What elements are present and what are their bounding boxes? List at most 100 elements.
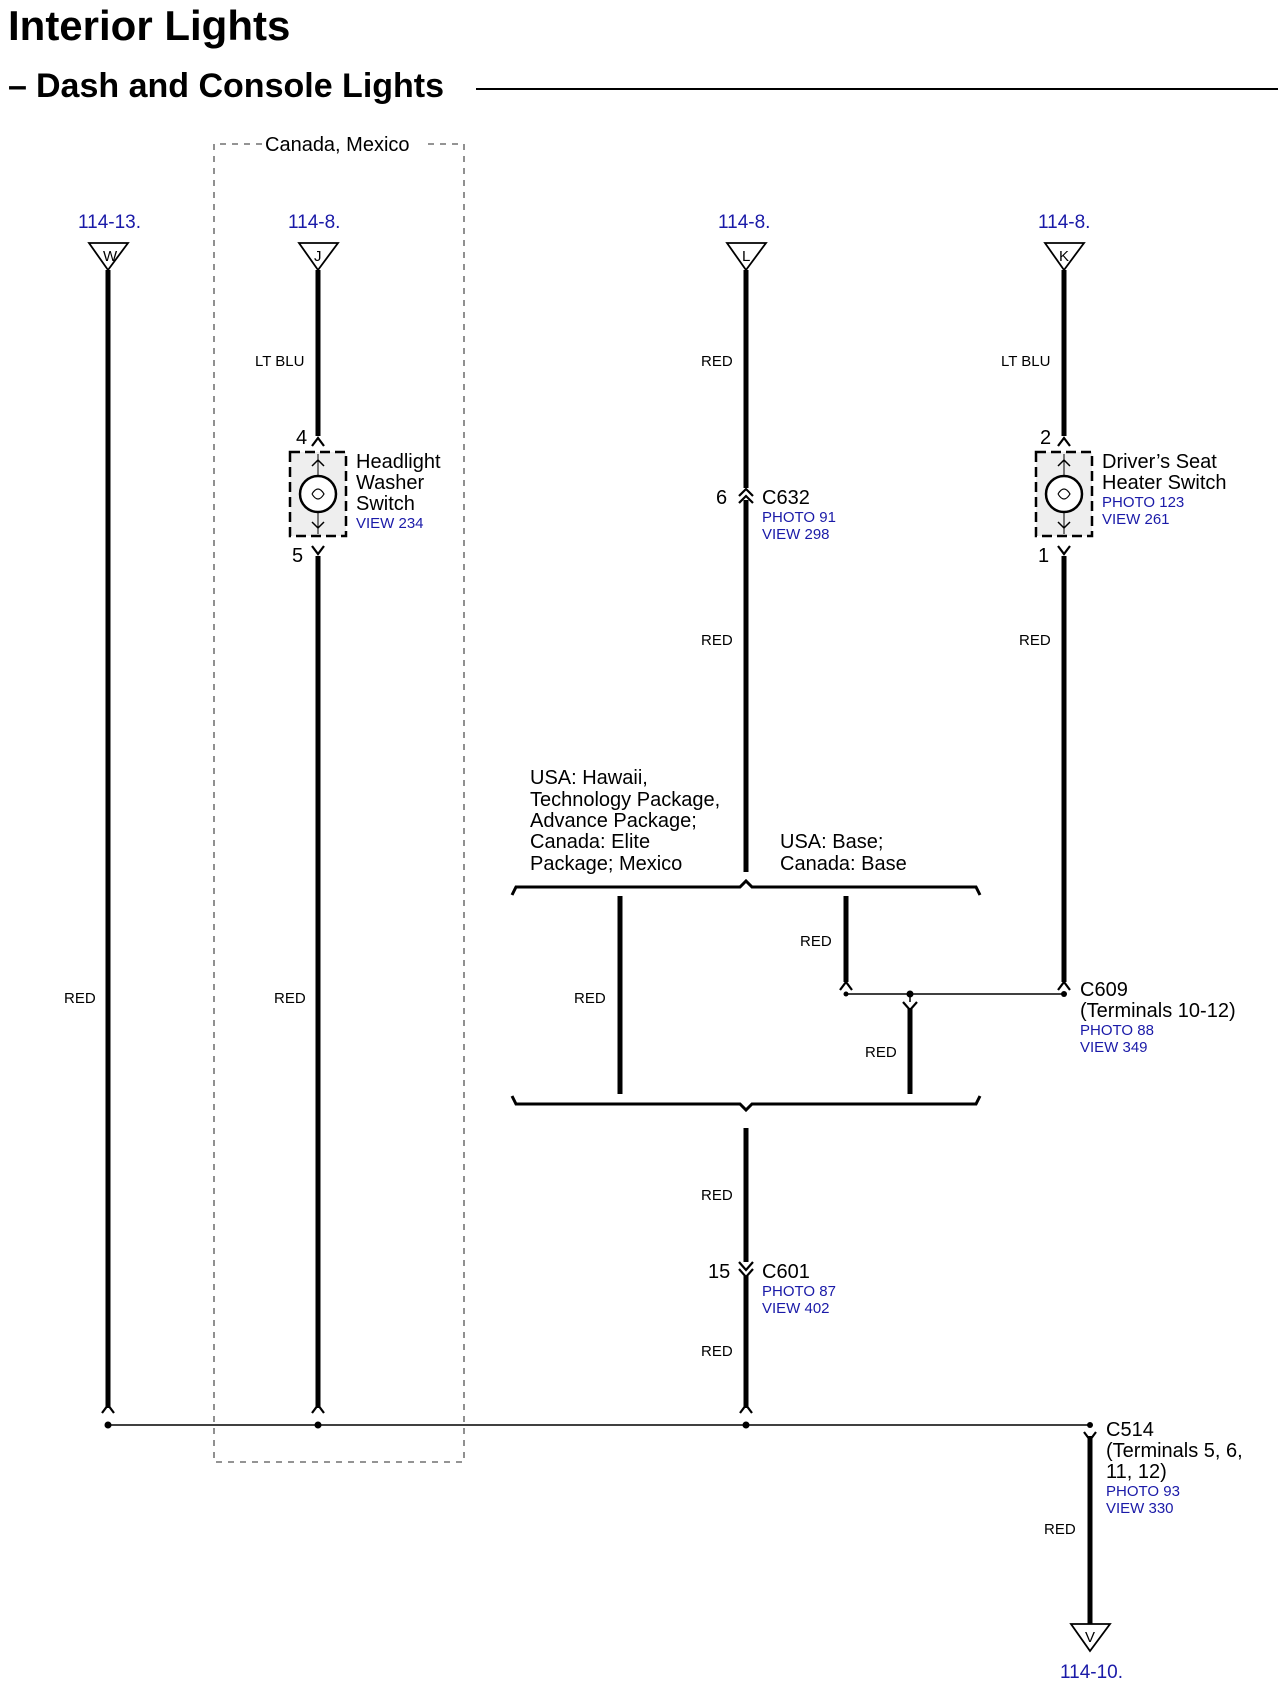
- headlight-switch-filament-icon: [311, 488, 325, 500]
- wire-branch-right-bottom-color: RED: [865, 1044, 897, 1061]
- headlight-switch-pin-top-connector: [311, 436, 325, 447]
- c601-name: C601: [762, 1261, 810, 1283]
- c632-view-link[interactable]: VIEW 298: [762, 526, 830, 543]
- headlight-washer-switch[interactable]: [288, 450, 348, 538]
- c601-upper-chevron: [738, 1261, 754, 1272]
- c601-photo-link[interactable]: PHOTO 87: [762, 1283, 836, 1300]
- headlight-switch-lamp-icon: [298, 474, 338, 514]
- c609-view-link[interactable]: VIEW 349: [1080, 1039, 1148, 1056]
- ref-j-letter: J: [314, 248, 322, 265]
- ref-v-page[interactable]: 114-10.: [1060, 1662, 1123, 1683]
- headlight-switch-pin-bottom-connector: [311, 545, 325, 556]
- wire-c601-top-color: RED: [701, 1187, 733, 1204]
- headlight-switch-name-3: Switch: [356, 493, 415, 515]
- seat-heater-pin-top-connector: [1057, 436, 1071, 447]
- seat-heater-photo-link[interactable]: PHOTO 123: [1102, 494, 1184, 511]
- option-left-line-5: Package; Mexico: [530, 853, 682, 875]
- headlight-switch-name-1: Headlight: [356, 451, 441, 473]
- seat-heater-name-2: Heater Switch: [1102, 472, 1227, 494]
- c632-connector[interactable]: [738, 487, 754, 504]
- wire-j-bottom-color: RED: [274, 990, 306, 1007]
- seat-heater-pin-top: 2: [1040, 427, 1051, 449]
- wire-j-top-color: LT BLU: [255, 353, 304, 370]
- splice-j-connector: [311, 1403, 325, 1414]
- ref-k-letter: K: [1059, 248, 1069, 265]
- wire-k-mid-color: RED: [1019, 632, 1051, 649]
- wire-c514-down-color: RED: [1044, 1521, 1076, 1538]
- c632-lower-chevron: [738, 494, 754, 504]
- headlight-switch-arrow-bottom-icon: [311, 521, 325, 530]
- seat-heater-filament-icon: [1057, 488, 1071, 500]
- option-left-line-4: Canada: Elite: [530, 831, 650, 853]
- wire-branch-right-top-color: RED: [800, 933, 832, 950]
- ref-k[interactable]: 114-8. K: [1038, 212, 1090, 272]
- ref-l[interactable]: 114-8. L: [718, 212, 770, 272]
- option-left-line-2: Technology Package,: [530, 789, 720, 811]
- seat-heater-pin-bottom-connector: [1057, 545, 1071, 556]
- c632-photo-link[interactable]: PHOTO 91: [762, 509, 836, 526]
- c609-branch-dot: [843, 991, 849, 997]
- ref-v-triangle: [1069, 1623, 1112, 1653]
- c609-terminals: (Terminals 10-12): [1080, 1000, 1236, 1022]
- c609-name: C609: [1080, 979, 1128, 1001]
- seat-heater-arrow-top-icon: [1057, 458, 1071, 467]
- c514-terminals-1: (Terminals 5, 6,: [1106, 1440, 1243, 1462]
- page-subtitle-dash: –: [8, 67, 27, 105]
- region-box: [213, 143, 465, 1463]
- headlight-switch-pin-top: 4: [296, 427, 307, 449]
- headlight-switch-pin-bottom: 5: [292, 545, 303, 567]
- wire-l-top-color: RED: [701, 353, 733, 370]
- c514-name: C514: [1106, 1419, 1154, 1441]
- headlight-switch-arrow-top-icon: [311, 458, 325, 467]
- c514-dot: [1087, 1422, 1093, 1428]
- region-box-label: Canada, Mexico: [265, 134, 410, 156]
- wire-c601-bottom-color: RED: [701, 1343, 733, 1360]
- wire-branch-left-color: RED: [574, 990, 606, 1007]
- ref-l-triangle: [725, 242, 768, 272]
- ref-v[interactable]: V 114-10.: [1060, 1623, 1123, 1683]
- c609-branch-connector: [839, 980, 853, 991]
- ref-j-page[interactable]: 114-8.: [288, 212, 340, 233]
- drivers-seat-heater-switch[interactable]: [1034, 450, 1094, 538]
- page-subtitle: Dash and Console Lights: [36, 67, 444, 105]
- headlight-switch-view-link[interactable]: VIEW 234: [356, 515, 424, 532]
- wire-w-color: RED: [64, 990, 96, 1007]
- ref-k-triangle: [1043, 242, 1086, 272]
- c514-view-link[interactable]: VIEW 330: [1106, 1500, 1174, 1517]
- ref-w[interactable]: 114-13. W: [78, 212, 141, 272]
- option-bracket-bottom: [510, 1095, 982, 1113]
- c601-connector[interactable]: [738, 1261, 754, 1279]
- seat-heater-pin-bottom: 1: [1038, 545, 1049, 567]
- c609-dot: [1061, 991, 1067, 997]
- ref-k-page[interactable]: 114-8.: [1038, 212, 1090, 233]
- c632-name: C632: [762, 487, 810, 509]
- c514-photo-link[interactable]: PHOTO 93: [1106, 1483, 1180, 1500]
- wire-l-mid-color: RED: [701, 632, 733, 649]
- ref-l-letter: L: [742, 248, 750, 265]
- c632-pin: 6: [716, 487, 727, 509]
- wire-k-top-color: LT BLU: [1001, 353, 1050, 370]
- ref-j[interactable]: 114-8. J: [288, 212, 340, 272]
- option-left-line-1: USA: Hawaii,: [530, 767, 648, 789]
- option-right-line-2: Canada: Base: [780, 853, 907, 875]
- c609-connector[interactable]: [1057, 980, 1071, 991]
- ref-v-letter: V: [1085, 1629, 1095, 1646]
- c601-pin: 15: [708, 1261, 730, 1283]
- ref-w-page[interactable]: 114-13.: [78, 212, 141, 233]
- splice-w-connector: [101, 1403, 115, 1414]
- c609-photo-link[interactable]: PHOTO 88: [1080, 1022, 1154, 1039]
- headlight-switch-name-2: Washer: [356, 472, 425, 494]
- c514-terminals-2: 11, 12): [1106, 1461, 1167, 1483]
- seat-heater-name-1: Driver’s Seat: [1102, 451, 1217, 473]
- option-bracket-top: [510, 878, 982, 896]
- ref-w-letter: W: [103, 248, 118, 265]
- seat-heater-lamp-icon: [1044, 474, 1084, 514]
- option-right-line-1: USA: Base;: [780, 831, 883, 853]
- seat-heater-arrow-bottom-icon: [1057, 521, 1071, 530]
- ref-l-page[interactable]: 114-8.: [718, 212, 770, 233]
- seat-heater-view-link[interactable]: VIEW 261: [1102, 511, 1170, 528]
- ref-j-triangle: [297, 242, 340, 272]
- option-left-line-3: Advance Package;: [530, 810, 697, 832]
- c601-view-link[interactable]: VIEW 402: [762, 1300, 830, 1317]
